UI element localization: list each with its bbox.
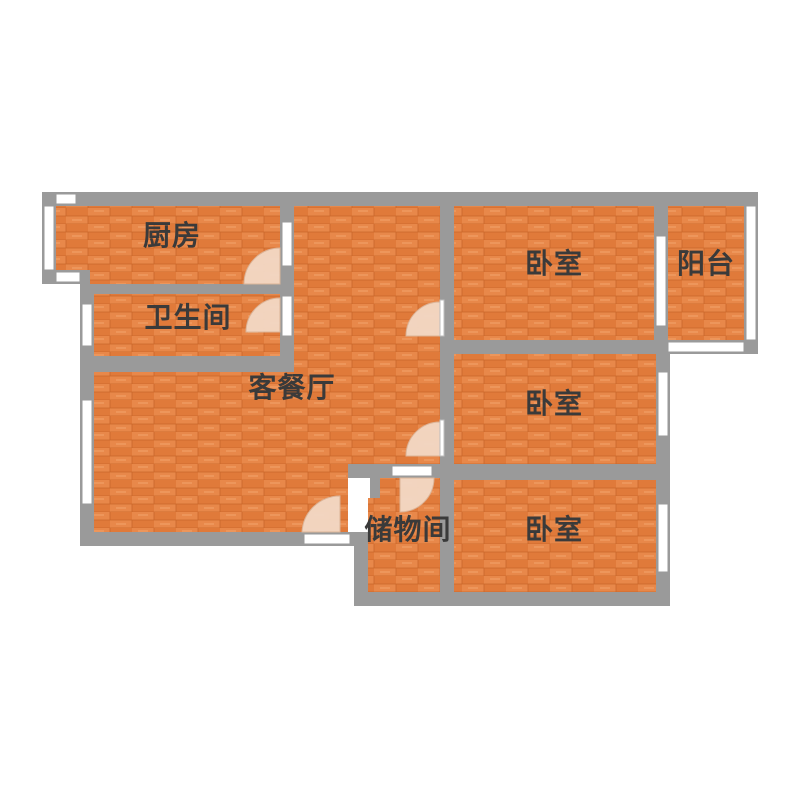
room-label-bathroom: 卫生间 bbox=[144, 301, 232, 334]
kitchen-inner-window bbox=[281, 221, 293, 267]
room-label-living-dining: 客餐厅 bbox=[248, 371, 336, 404]
room-label-storage: 储物间 bbox=[364, 513, 452, 546]
kitchen-nook-floor bbox=[90, 270, 280, 284]
bedroom-top-floor bbox=[454, 206, 654, 340]
balcony-window-right bbox=[745, 205, 757, 341]
bathroom-window bbox=[81, 303, 93, 347]
bedroom-middle-door bbox=[405, 421, 441, 457]
room-label-balcony: 阳台 bbox=[676, 247, 736, 280]
living-entry-door bbox=[301, 495, 341, 533]
bedroom-middle-window bbox=[657, 371, 669, 437]
kitchen-window-left bbox=[43, 205, 55, 271]
room-label-bedroom-middle: 卧室 bbox=[524, 387, 584, 420]
bedroom-middle-door-leaf bbox=[439, 419, 445, 457]
balcony-window-bottom bbox=[667, 341, 745, 353]
storage-lower-floor bbox=[368, 498, 440, 592]
living-window-bottom bbox=[303, 533, 351, 545]
storage-window bbox=[391, 465, 433, 477]
room-label-kitchen: 厨房 bbox=[142, 219, 202, 252]
kitchen-window-corner bbox=[55, 271, 81, 283]
bedroom-bottom-window bbox=[657, 503, 669, 573]
floors bbox=[56, 206, 744, 592]
door-leaves bbox=[439, 299, 445, 457]
windows bbox=[43, 193, 757, 573]
bedroom-top-door bbox=[405, 301, 441, 337]
kitchen-floor bbox=[56, 206, 280, 270]
doors bbox=[243, 247, 441, 533]
bedroom-bottom-floor bbox=[454, 480, 656, 592]
room-label-bedroom-top: 卧室 bbox=[524, 247, 584, 280]
kitchen-window-top bbox=[55, 193, 77, 205]
bedroom-top-door-leaf bbox=[439, 299, 445, 337]
storage-door bbox=[399, 477, 435, 513]
bedroom-middle-floor bbox=[454, 354, 656, 464]
balcony-door-window bbox=[655, 235, 667, 327]
bathroom-inner-window bbox=[281, 295, 293, 337]
balcony-floor bbox=[668, 206, 744, 340]
living-window-left bbox=[81, 399, 93, 505]
room-label-bedroom-bottom: 卧室 bbox=[524, 513, 584, 546]
bathroom-door bbox=[245, 297, 281, 333]
living-top-floor bbox=[294, 206, 440, 372]
living-main-floor bbox=[94, 372, 440, 464]
kitchen-door bbox=[243, 247, 281, 285]
